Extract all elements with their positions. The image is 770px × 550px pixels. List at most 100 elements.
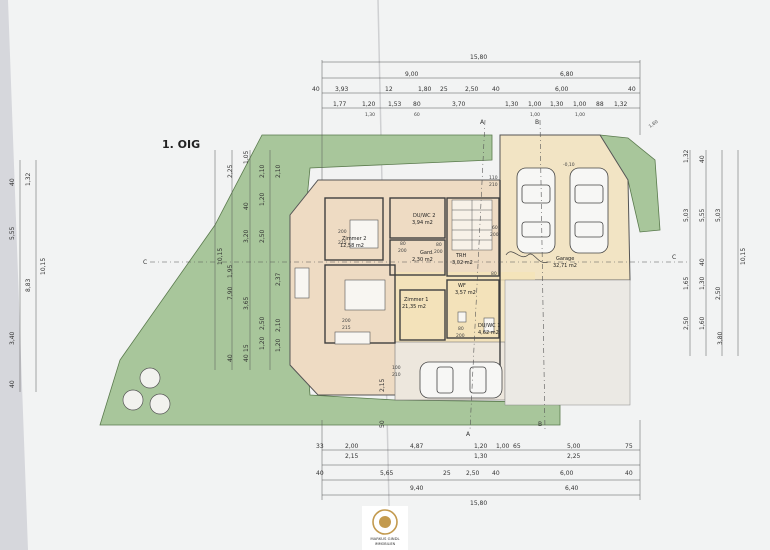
level-title: 1. OIG — [162, 138, 200, 151]
staircase — [451, 199, 493, 251]
section-mark-c-left: C — [143, 259, 147, 266]
right-dim: 2,50 — [715, 286, 722, 300]
bottom-dim: 1,00 — [496, 443, 510, 450]
left-dim: 2,10 — [259, 164, 266, 178]
misc-dim: 1,60 — [648, 119, 660, 130]
top-dim: 25 — [440, 86, 448, 93]
opening-dim: 210 — [489, 182, 498, 188]
room-area: 4,62 m2 — [478, 330, 499, 336]
carport-area — [504, 279, 631, 406]
bottom-dim: 6,00 — [560, 470, 574, 477]
top-dim: 1,00 — [575, 112, 585, 118]
top-dim: 1,30 — [505, 101, 519, 108]
left-dim: 1,32 — [25, 172, 32, 186]
tree — [139, 367, 161, 389]
opening-dim: 200 — [338, 229, 347, 235]
left-dim: 7,90 — [227, 286, 234, 300]
opening-dim: 80 — [458, 326, 464, 332]
right-dim: 1,60 — [699, 316, 706, 330]
top-dim: 6,80 — [560, 71, 574, 78]
left-dim: 2,10 — [275, 318, 282, 332]
room-area: 3,02 m2 — [452, 260, 473, 266]
room-name: TRH — [455, 253, 467, 259]
top-dim: 1,30 — [365, 112, 375, 118]
bottom-dim: 2,00 — [345, 443, 359, 450]
company-logo: MARKUS GINDL IMMOBILIEN — [362, 506, 408, 550]
tree — [149, 393, 171, 415]
left-dim: 1,05 — [243, 150, 250, 164]
section-mark-a-bottom: A — [466, 431, 471, 438]
bottom-dim: 1,30 — [474, 453, 488, 460]
left-dim: 1,95 — [227, 264, 234, 278]
right-dim: 40 — [699, 155, 706, 163]
left-dim: 40 — [243, 202, 250, 210]
opening-dim: 200 — [342, 318, 351, 324]
section-mark-b-top: B — [535, 119, 539, 126]
left-dim: 40 — [243, 354, 250, 362]
right-dim: 3,80 — [717, 331, 724, 345]
opening-dim: 80 — [491, 271, 497, 277]
opening-dim: 215 — [338, 240, 347, 246]
opening-dim: 100 — [392, 365, 401, 371]
top-dim: 1,53 — [388, 101, 402, 108]
bottom-dim: 65 — [513, 443, 521, 450]
left-dim: 15 — [243, 344, 250, 352]
bottom-dim: 25 — [443, 470, 451, 477]
lion-icon — [372, 509, 398, 535]
left-dim: 2,25 — [227, 164, 234, 178]
left-dim: 2,50 — [259, 229, 266, 243]
right-dim: 5,03 — [683, 208, 690, 222]
left-dim: 40 — [227, 354, 234, 362]
top-dim: 88 — [596, 101, 604, 108]
top-dim: 1,00 — [528, 101, 542, 108]
level-mark: -0,10 — [563, 162, 575, 168]
right-dim: 1,32 — [683, 149, 690, 163]
room-area: 12,58 m2 — [340, 243, 364, 249]
top-dim: 1,30 — [550, 101, 564, 108]
top-dim: 1,00 — [573, 101, 587, 108]
bottom-dim: 6,40 — [565, 485, 579, 492]
top-dim: 1,20 — [362, 101, 376, 108]
top-dim-total: 15,80 — [470, 54, 487, 61]
opening-dim: 200 — [490, 232, 499, 238]
room-area: 21,35 m2 — [402, 304, 426, 310]
bottom-dim: 5,65 — [380, 470, 394, 477]
top-dim: 1,32 — [614, 101, 628, 108]
bottom-dim: 2,15 — [345, 453, 359, 460]
bottom-dim-total: 15,80 — [470, 500, 487, 507]
opening-dim: 200 — [398, 248, 407, 254]
opening-dim: 200 — [456, 333, 465, 339]
left-dim: 2,37 — [275, 272, 282, 286]
bottom-dim: 40 — [625, 470, 633, 477]
top-dim: 9,00 — [405, 71, 419, 78]
section-mark-a-top: A — [480, 119, 485, 126]
left-dim: 8,83 — [25, 278, 32, 292]
furniture — [294, 219, 495, 345]
bottom-dim: 9,40 — [410, 485, 424, 492]
right-dim: 2,50 — [683, 316, 690, 330]
room-name: DU/WC 1 — [478, 323, 500, 329]
top-dim: 3,70 — [452, 101, 466, 108]
right-dim: 40 — [699, 258, 706, 266]
right-dim: 5,03 — [715, 208, 722, 222]
top-dim: 1,80 — [418, 86, 432, 93]
misc-dim: 2,15 — [379, 378, 386, 392]
left-dim: 2,50 — [259, 316, 266, 330]
top-dim: 40 — [492, 86, 500, 93]
left-dim: 40 — [9, 380, 16, 388]
top-dim: 60 — [414, 112, 420, 118]
bottom-dim: 4,87 — [410, 443, 424, 450]
top-dim: 12 — [385, 86, 393, 93]
bottom-dim: 40 — [316, 470, 324, 477]
bottom-dim: 75 — [625, 443, 633, 450]
section-mark-c-right: C — [672, 254, 676, 261]
car-icon — [569, 167, 609, 254]
dimension-lines — [19, 60, 739, 500]
room-name: Gard. — [420, 250, 434, 256]
left-dim-outer: 10,15 — [40, 258, 47, 275]
top-dim: 2,50 — [465, 86, 479, 93]
bottom-dim: 2,50 — [466, 470, 480, 477]
section-mark-b-bottom: B — [538, 421, 542, 428]
top-dim: 1,00 — [530, 112, 540, 118]
